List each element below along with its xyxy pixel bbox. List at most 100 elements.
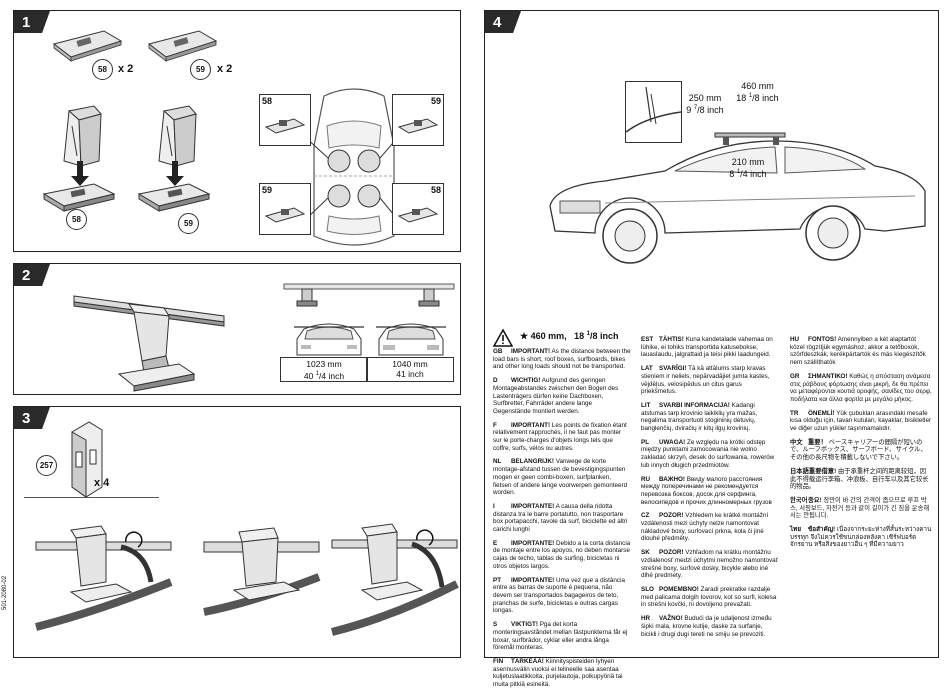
front-width-mm: 1023 mm <box>306 359 342 369</box>
front-width-box: 1023 mm 40 1/4 inch <box>280 357 368 382</box>
dim-210: 210 mm 8 1/4 inch <box>729 157 767 179</box>
bar-and-foot-illustration <box>73 295 225 392</box>
rear-width-box: 1040 mm 41 inch <box>366 357 454 382</box>
lang-code: PL <box>641 438 650 446</box>
warning-text: Budući da je udaljenost između šipki mal… <box>641 615 772 638</box>
warning-paragraph-한국어: 한국어중요! 장만이 바 간의 간격이 좁으므로 루프 박스, 서핑보드, 자전… <box>790 497 932 520</box>
quantity-x4: x 4 <box>94 477 110 489</box>
mount-step-c-illustration <box>331 523 459 636</box>
lang-code: SK <box>641 549 650 557</box>
warning-paragraph-e: E IMPORTANTE! Debido a la corta distancia… <box>493 540 631 571</box>
lang-code: S <box>493 621 498 629</box>
warning-heading: VAŽNO! <box>659 615 683 623</box>
warning-text: As the distance between the load bars is… <box>493 348 631 371</box>
lang-code: I <box>493 502 495 510</box>
lang-code: 日本語 <box>790 467 809 475</box>
dim-460: 460 mm 18 1/8 inch <box>736 81 779 103</box>
warning-heading: ÖNEMLİ! <box>808 409 835 417</box>
warning-heading: WICHTIG! <box>511 377 541 385</box>
part-label-257: 257 <box>36 455 57 476</box>
lang-code: F <box>493 421 497 429</box>
lang-code: LIT <box>641 401 651 409</box>
mount-step-a-illustration <box>35 525 173 631</box>
lang-code: GR <box>790 372 800 380</box>
lang-code: PT <box>493 576 502 584</box>
warning-heading: TÄRKEÄÄ! <box>511 657 544 665</box>
foot-pad-58-illustration <box>52 30 123 62</box>
lang-code: D <box>493 377 498 385</box>
warning-text: 장만이 바 간의 간격이 좁으므로 루프 박스, 서핑보드, 자전거 등과 같이… <box>790 496 930 520</box>
dim-250: 250 mm 9 7/8 inch <box>686 93 724 115</box>
mount-step-b-illustration <box>203 527 321 616</box>
warning-heading: FONTOS! <box>808 336 837 343</box>
rear-width-mm: 1040 mm <box>392 359 428 369</box>
foot-assembly-58-illustration <box>42 105 116 212</box>
warning-text: Vzhledem ke krátké montážní vzdálenosti … <box>641 512 769 543</box>
warning-heading: ВАЖНО! <box>659 475 686 483</box>
warning-text: A causa della ridotta distanza tra le ba… <box>493 502 628 534</box>
warning-text: Yük çubukları arasındaki mesafe kısa old… <box>790 409 932 433</box>
car-rear-view-illustration <box>376 323 446 356</box>
warning-text: Vzhľadom na krátku montážnu vzdialenosť … <box>641 549 779 580</box>
car-side-view-illustration <box>549 132 926 264</box>
lang-code: ไทย <box>790 526 802 534</box>
warning-heading: IMPORTANT! <box>511 421 551 429</box>
warning-heading: POZOR! <box>659 512 684 520</box>
warning-heading: 重要！ <box>808 438 827 446</box>
warning-paragraph-hr: HR VAŽNO! Budući da je udaljenost između … <box>641 615 779 638</box>
warning-heading: 重要借意! <box>808 467 837 475</box>
step-number: 1 <box>14 11 50 33</box>
document-code: 501-2080-02 <box>2 575 8 610</box>
warning-heading: BELANGRIJK! <box>511 458 555 466</box>
warning-heading: IMPORTANTE! <box>511 502 555 510</box>
lang-code: RU <box>641 475 651 483</box>
warning-text: Tā kā attālums starp kravas stieņiem ir … <box>641 365 770 396</box>
warning-heading: IMPORTANTE! <box>511 539 555 547</box>
lang-code: 한국어 <box>790 496 808 504</box>
lang-code: HU <box>790 336 800 343</box>
warning-text: Uma vez que a distância entre as barras … <box>493 576 625 615</box>
warning-heading: POMEMBNO! <box>659 585 699 593</box>
lang-code: E <box>493 539 498 547</box>
divider-line <box>24 497 159 498</box>
box-label-59: 59 <box>430 96 441 106</box>
warning-text: Debido a la corta distancia de montaje e… <box>493 539 631 570</box>
part-label-59-assembly: 59 <box>178 213 199 234</box>
box-label-58: 58 <box>262 96 273 106</box>
warning-text: Ze względu na krótki odstęp między punkt… <box>641 438 775 469</box>
step-number: 3 <box>14 407 50 429</box>
warning-paragraph-i: I IMPORTANTE! A causa della ridotta dista… <box>493 503 631 534</box>
warning-heading: 중요! <box>808 496 822 504</box>
warning-heading: IMPORTANT! <box>511 348 551 355</box>
warning-text: Zaradi prekratke razdalje med palicama d… <box>641 585 777 609</box>
lang-code: NL <box>493 458 502 466</box>
lang-code: HR <box>641 615 651 623</box>
warning-heading: IMPORTANTE! <box>511 576 555 584</box>
foot-position-box-rear-right: 58 <box>392 183 444 235</box>
car-front-view-illustration <box>294 323 364 356</box>
part-label-58: 58 <box>92 59 113 80</box>
lang-code: FIN <box>493 657 504 665</box>
warning-heading: SVARBI INFORMACIJA! <box>659 401 730 409</box>
warning-heading: SVARĪGI! <box>659 365 687 373</box>
warning-paragraph-中文: 中文重要！ ベースキャリアーの間隔が短いので、ルーフボックス、サーフボード、サイ… <box>790 439 932 462</box>
car-top-view-illustration <box>303 88 400 246</box>
warning-heading: ΣΗΜΑΝΤΙΚΟ! <box>808 372 848 380</box>
clamp-part-257-illustration <box>71 421 103 498</box>
box-label-59-rear: 59 <box>262 185 273 195</box>
warning-text: Καθώς η απόσταση ανάμεσα στις ράβδους φό… <box>790 372 932 403</box>
